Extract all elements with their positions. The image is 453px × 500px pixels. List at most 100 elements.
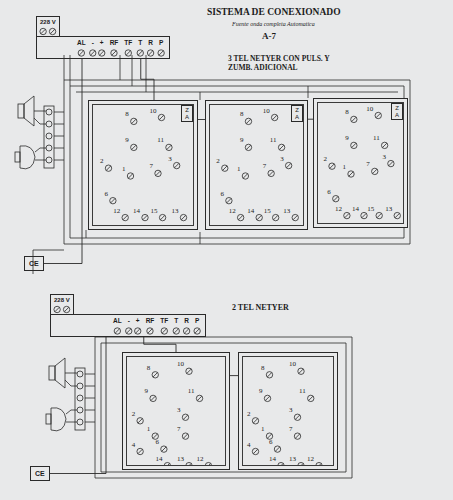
terminal-number: 12 <box>196 456 203 463</box>
terminal-number: 2 <box>216 158 220 165</box>
terminal-number: 14 <box>269 456 276 463</box>
power-input-box: 228 V <box>36 16 60 37</box>
diagram-title: SISTEMA DE CONEXIONADO <box>207 7 341 18</box>
screw-terminal <box>274 446 280 452</box>
screw-terminal <box>186 462 192 468</box>
screw-terminal <box>182 433 188 439</box>
terminal-number: 1 <box>343 164 347 171</box>
screw-terminal <box>316 462 322 468</box>
screw-terminal <box>152 372 158 378</box>
screw-terminal <box>351 116 357 122</box>
screw-terminal <box>264 395 270 401</box>
screw-terminal <box>110 197 116 203</box>
screw-terminal <box>161 328 167 334</box>
terminal-number: 4 <box>247 442 251 449</box>
terminal-label: RF <box>110 40 119 47</box>
screw-terminal <box>278 144 284 150</box>
terminal-number: 14 <box>352 206 359 213</box>
screw-terminal <box>292 214 298 220</box>
screw-terminal <box>78 50 84 56</box>
screw-terminal <box>388 160 394 166</box>
handset-icons <box>15 96 64 169</box>
screw-terminal <box>105 165 111 171</box>
screw-terminal <box>125 50 131 56</box>
terminal-number: 6 <box>220 191 224 198</box>
terminal-label: RF <box>146 318 155 325</box>
drop-wires <box>86 86 308 244</box>
screw-terminal <box>196 395 202 401</box>
screw-terminal <box>137 50 143 56</box>
terminal-label: R <box>148 40 153 47</box>
terminal-label: - <box>92 40 94 47</box>
screw-terminal <box>159 214 165 220</box>
terminal-number: 1 <box>261 426 265 433</box>
screw-terminal <box>294 433 300 439</box>
wire-connector <box>50 337 106 474</box>
terminal-number: 6 <box>269 439 273 446</box>
box-label: CE <box>35 470 45 477</box>
screw-terminal <box>173 162 179 168</box>
terminal-number: 11 <box>188 388 195 395</box>
terminal-number: 11 <box>157 137 164 144</box>
screw-terminal <box>114 328 120 334</box>
strip-wires <box>120 55 146 92</box>
screw-terminal <box>131 118 137 124</box>
screw-terminal <box>333 195 339 201</box>
screw-terminal <box>271 114 277 120</box>
screw-terminal <box>111 50 117 56</box>
screw-terminal <box>245 144 251 150</box>
screw-terminal <box>166 144 172 150</box>
terminal-number: 13 <box>289 456 296 463</box>
screw-terminal <box>194 328 200 334</box>
terminal-number: 13 <box>172 208 179 215</box>
terminal-label: TF <box>160 318 168 325</box>
terminal-number: 15 <box>151 208 158 215</box>
screw-terminal <box>135 328 141 334</box>
terminal-label: + <box>100 40 104 47</box>
terminal-number: 11 <box>270 137 277 144</box>
terminal-number: 3 <box>168 156 172 163</box>
terminal-label: TF <box>124 40 132 47</box>
screw-terminal <box>372 168 378 174</box>
screw-terminal <box>173 328 179 334</box>
screw-terminal <box>351 142 357 148</box>
buzzer-box: ZA <box>291 105 303 122</box>
terminal-number: 7 <box>289 426 293 433</box>
terminal-number: 3 <box>177 407 181 414</box>
terminal-number: 12 <box>307 456 314 463</box>
terminal-number: 10 <box>366 106 373 113</box>
wire-connector <box>144 337 176 353</box>
terminal-number: 12 <box>335 206 342 213</box>
screw-terminal <box>256 214 262 220</box>
terminal-number: 8 <box>345 109 349 116</box>
screw-terminal <box>147 328 153 334</box>
ce-box: CE <box>30 466 50 481</box>
screw-terminal <box>226 197 232 203</box>
screw-terminal <box>245 118 251 124</box>
terminal-number: 1 <box>147 426 151 433</box>
terminal-number: 3 <box>382 154 386 161</box>
terminal-number: 12 <box>113 208 120 215</box>
screw-terminal <box>131 144 137 150</box>
terminal-number: 6 <box>104 191 108 198</box>
screw-terminal <box>155 170 161 176</box>
screw-terminal <box>222 165 228 171</box>
screw-terminal <box>126 328 132 334</box>
terminal-number: 14 <box>247 208 254 215</box>
terminal-number: 7 <box>263 163 267 170</box>
terminal-number: 3 <box>280 156 284 163</box>
screw-terminal <box>344 212 350 218</box>
box-label: Z <box>395 105 399 111</box>
terminal-number: 13 <box>283 208 290 215</box>
box-label: 228 V <box>40 19 56 25</box>
terminal-number: 11 <box>373 135 380 142</box>
screw-terminal <box>182 414 188 420</box>
ce-box: CE <box>24 256 44 271</box>
terminal-number: 8 <box>147 365 151 372</box>
screw-terminal <box>137 418 143 424</box>
terminal-number: 1 <box>237 166 241 173</box>
screw-terminal <box>150 395 156 401</box>
terminal-number: 10 <box>263 108 270 115</box>
